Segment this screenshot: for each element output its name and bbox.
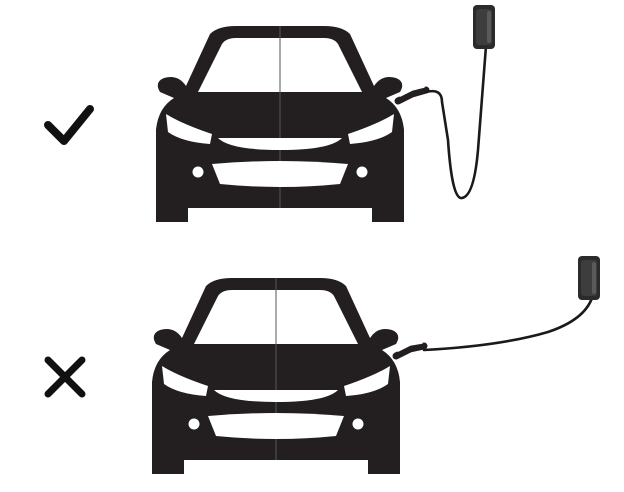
checkmark-icon	[44, 105, 94, 145]
car-front-icon	[155, 25, 405, 223]
wall-charger-icon	[578, 256, 600, 300]
panel-incorrect	[44, 256, 600, 475]
charging-plug-icon	[392, 342, 428, 360]
car-front-icon	[151, 277, 401, 475]
charging-cable-taut	[422, 296, 594, 352]
cross-icon	[44, 356, 86, 398]
charging-plug-icon	[394, 86, 430, 105]
panel-correct	[44, 5, 495, 223]
wall-charger-icon	[473, 5, 495, 49]
charging-cable-slack	[424, 44, 488, 200]
